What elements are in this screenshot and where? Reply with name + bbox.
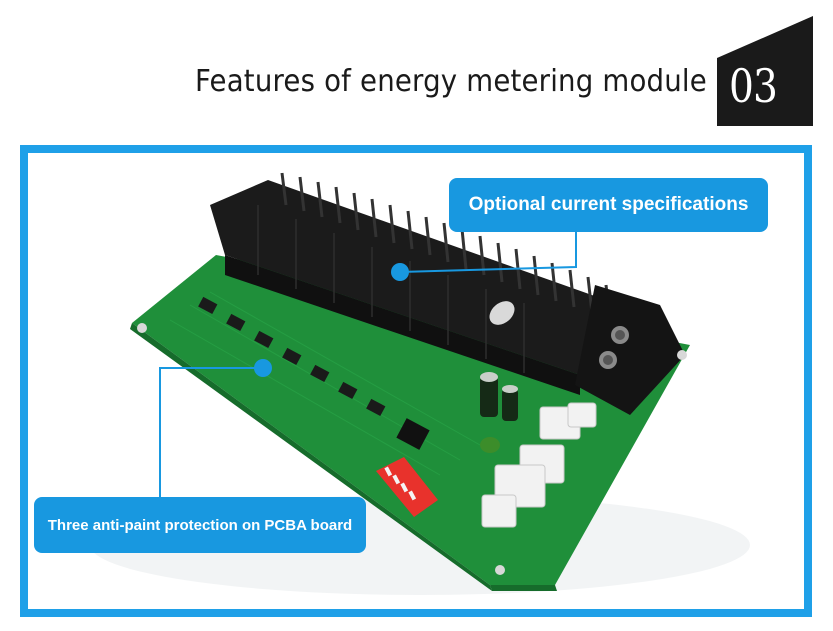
relay-label-sticker bbox=[489, 301, 515, 325]
smd-chips bbox=[198, 296, 386, 417]
microcontroller-chip bbox=[396, 418, 430, 450]
terminal-block bbox=[575, 285, 685, 415]
section-number: 03 bbox=[729, 59, 778, 113]
callout-anti-paint-protection: Three anti-paint protection on PCBA boar… bbox=[34, 497, 366, 553]
capacitors bbox=[480, 372, 518, 453]
white-connectors bbox=[481, 402, 597, 528]
dip-switch bbox=[376, 457, 438, 517]
section-number-badge: 03 bbox=[717, 16, 813, 126]
relay-bank bbox=[210, 180, 620, 395]
callout-current-specifications: Optional current specifications bbox=[449, 178, 768, 232]
page-title: Features of energy metering module bbox=[195, 64, 707, 99]
